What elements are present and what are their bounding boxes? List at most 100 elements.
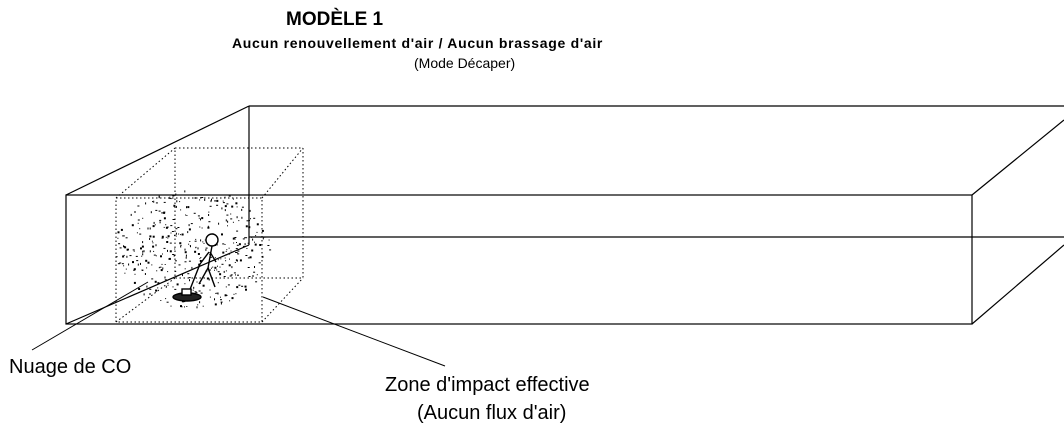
co-particle — [172, 286, 174, 288]
diagram-title-block: MODÈLE 1 Aucun renouvellement d'air / Au… — [0, 8, 1064, 73]
co-particle — [168, 257, 171, 260]
co-particle — [221, 207, 223, 210]
co-particle — [149, 250, 151, 253]
co-particle — [207, 226, 210, 229]
co-particle — [145, 259, 148, 262]
co-particle — [225, 260, 227, 262]
co-particle — [205, 248, 207, 251]
co-particle — [124, 272, 126, 274]
co-particle — [185, 256, 187, 259]
co-particle — [189, 241, 191, 242]
co-particle — [187, 231, 189, 234]
co-particle — [168, 258, 170, 260]
co-particle — [229, 258, 230, 260]
co-particle — [176, 200, 178, 203]
co-particle — [142, 241, 144, 244]
co-particle — [156, 270, 158, 272]
co-particle — [170, 232, 172, 234]
co-particle — [188, 243, 190, 245]
co-particle — [123, 245, 124, 248]
co-particle — [199, 260, 202, 262]
co-particle — [236, 286, 239, 289]
co-particle — [195, 246, 197, 248]
co-particle — [209, 253, 211, 255]
co-particle — [142, 270, 144, 271]
co-particle — [209, 256, 212, 258]
co-particle — [119, 247, 122, 249]
co-particle — [179, 201, 181, 203]
co-particle — [222, 200, 224, 202]
co-particle — [222, 243, 225, 245]
co-particle — [218, 222, 220, 225]
co-particle — [246, 248, 248, 249]
co-particle — [208, 278, 210, 281]
co-particle — [153, 221, 155, 224]
co-particle — [249, 256, 252, 259]
co-particle — [199, 258, 201, 260]
co-particle — [259, 244, 262, 246]
co-particle — [130, 213, 132, 216]
co-particle — [160, 300, 162, 301]
co-particle — [221, 233, 223, 236]
co-particle — [161, 235, 164, 238]
impact-zone-sublabel: (Aucun flux d'air) — [417, 402, 567, 424]
co-particle — [198, 290, 201, 292]
co-particle — [214, 266, 217, 269]
machine-handle — [188, 263, 201, 293]
co-particle — [172, 254, 175, 255]
co-particle — [175, 235, 177, 237]
co-particle — [180, 209, 182, 211]
co-particle — [168, 235, 170, 237]
co-particle — [252, 275, 254, 277]
co-particle — [228, 264, 231, 267]
co-particle — [208, 221, 211, 223]
co-particle — [226, 203, 229, 205]
co-particle — [192, 289, 194, 291]
co-particle — [159, 219, 162, 221]
co-particle — [214, 200, 217, 202]
co-particle — [238, 284, 241, 286]
co-particle — [219, 266, 221, 268]
impact-zone-label: Zone d'impact effective — [385, 374, 590, 396]
co-particle — [139, 233, 142, 235]
co-particle — [161, 237, 164, 239]
room-depth-edge-top-right — [971, 119, 1064, 196]
model-subtitle: Aucun renouvellement d'air / Aucun brass… — [232, 35, 604, 51]
co-particle — [215, 292, 217, 294]
leader-lines — [31, 281, 446, 367]
co-particle — [178, 264, 181, 266]
co-particle — [134, 273, 136, 275]
co-particle — [224, 209, 226, 212]
co-particle — [225, 270, 227, 272]
co-particle — [235, 202, 238, 205]
co-particle — [204, 198, 206, 201]
co-particle — [241, 216, 243, 219]
co-particle — [149, 288, 152, 290]
co-particle — [256, 223, 259, 226]
co-particle — [137, 205, 140, 207]
co-particle — [269, 249, 272, 251]
co-particle — [217, 282, 219, 284]
co-particle — [163, 217, 166, 220]
co-particle — [226, 249, 228, 251]
co-particle — [201, 227, 203, 229]
co-particle — [142, 217, 144, 219]
co-particle — [224, 196, 226, 198]
co-particle — [236, 230, 239, 232]
co-particle — [136, 232, 138, 234]
co-particle — [175, 205, 177, 208]
co-particle — [174, 260, 177, 262]
co-particle — [152, 242, 154, 244]
co-particle — [254, 243, 257, 246]
co-particle — [250, 218, 251, 220]
co-particle — [120, 228, 123, 231]
co-particle — [119, 262, 122, 264]
co-particle — [194, 250, 197, 253]
co-particle — [195, 292, 198, 294]
co-particle — [228, 195, 231, 197]
co-particle — [155, 289, 158, 292]
co-particle — [142, 253, 144, 256]
worker-torso — [207, 245, 213, 269]
co-particle — [124, 246, 127, 249]
co-particle — [249, 209, 251, 212]
